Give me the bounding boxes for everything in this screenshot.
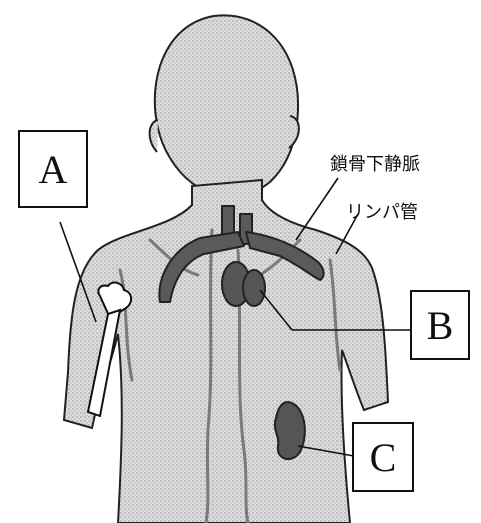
lymph-vessel-label: リンパ管 — [346, 198, 418, 224]
label-c: C — [352, 422, 414, 492]
ear-right — [289, 116, 299, 148]
head-outline — [155, 15, 298, 197]
organ-c — [275, 402, 305, 459]
ear-left — [150, 120, 158, 152]
label-b: B — [410, 290, 470, 360]
subclavian-vein-label: 鎖骨下静脈 — [330, 150, 420, 176]
label-a: A — [18, 130, 88, 208]
